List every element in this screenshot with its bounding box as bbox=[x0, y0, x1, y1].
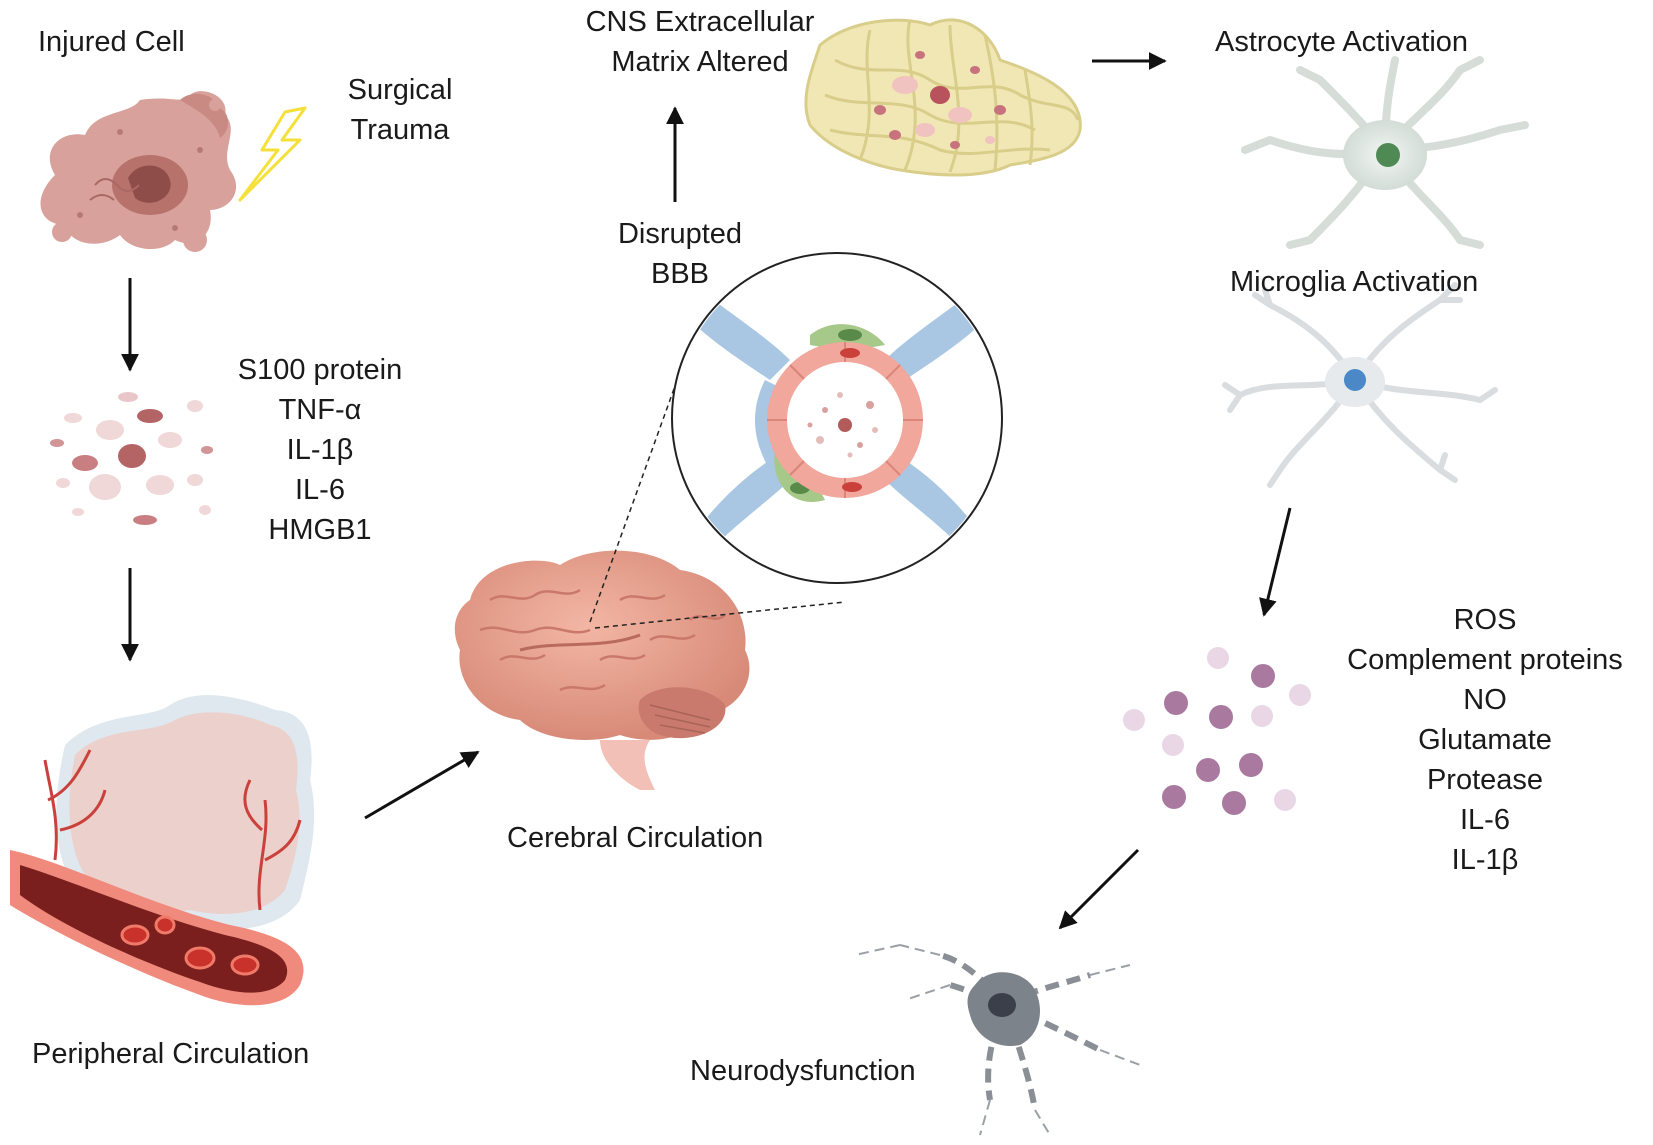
lightning-icon bbox=[238, 106, 307, 202]
label-disrupted-bbb: Disrupted BBB bbox=[595, 214, 765, 294]
central-mediator-list: ROS Complement proteins NO Glutamate Pro… bbox=[1330, 600, 1640, 880]
peripheral-mediator-list: S100 protein TNF-α IL-1β IL-6 HMGB1 bbox=[210, 350, 430, 550]
bbb-zoom-circle bbox=[671, 252, 1003, 584]
label-trauma: Trauma bbox=[350, 114, 450, 146]
astrocyte-illustration bbox=[1241, 56, 1529, 249]
label-cns-extracellular-matrix: CNS Extracellular Matrix Altered bbox=[555, 2, 845, 82]
damaged-neuron-illustration bbox=[854, 944, 1141, 1136]
arrow-microglia-to-mediators bbox=[1259, 507, 1292, 617]
central-mediator-item: IL-1β bbox=[1451, 844, 1519, 876]
zoom-line-lower bbox=[594, 601, 846, 629]
peripheral-mediator-particles bbox=[50, 392, 213, 525]
arrow-peripheral-to-cerebral bbox=[364, 750, 480, 820]
central-mediator-item: Complement proteins bbox=[1347, 644, 1623, 676]
central-mediator-particles bbox=[1123, 647, 1311, 815]
central-mediator-item: ROS bbox=[1453, 604, 1517, 636]
peripheral-mediator-item: IL-1β bbox=[286, 434, 354, 466]
label-cns-extracellular: CNS Extracellular bbox=[585, 6, 815, 38]
injured-cell-illustration bbox=[40, 91, 237, 252]
peripheral-mediator-item: HMGB1 bbox=[268, 514, 372, 546]
label-surgical: Surgical bbox=[347, 74, 453, 106]
arrow-mediators-to-neurodysfunction bbox=[1058, 848, 1140, 930]
label-microglia-activation: Microglia Activation bbox=[1230, 266, 1479, 298]
label-matrix-altered: Matrix Altered bbox=[611, 46, 789, 78]
central-mediator-item: Glutamate bbox=[1418, 724, 1552, 756]
label-cerebral-circulation: Cerebral Circulation bbox=[507, 822, 764, 854]
microglia-illustration bbox=[1222, 282, 1498, 488]
label-neurodysfunction: Neurodysfunction bbox=[690, 1055, 916, 1087]
peripheral-mediator-item: S100 protein bbox=[237, 354, 403, 386]
peripheral-vessel-illustration bbox=[10, 695, 315, 1006]
label-peripheral-circulation: Peripheral Circulation bbox=[32, 1038, 310, 1070]
central-mediator-item: Protease bbox=[1426, 764, 1544, 796]
peripheral-mediator-item: TNF-α bbox=[278, 394, 362, 426]
label-surgical-trauma: Surgical Trauma bbox=[330, 70, 470, 150]
label-bbb: BBB bbox=[650, 258, 710, 290]
central-mediator-item: IL-6 bbox=[1460, 804, 1510, 836]
central-mediator-item: NO bbox=[1463, 684, 1507, 716]
label-disrupted: Disrupted bbox=[617, 218, 743, 250]
brain-illustration bbox=[454, 550, 750, 790]
label-injured-cell: Injured Cell bbox=[38, 26, 185, 58]
label-astrocyte-activation: Astrocyte Activation bbox=[1215, 26, 1469, 58]
zoom-line-upper bbox=[589, 349, 689, 623]
peripheral-mediator-item: IL-6 bbox=[295, 474, 345, 506]
extracellular-matrix-illustration bbox=[804, 18, 1082, 177]
